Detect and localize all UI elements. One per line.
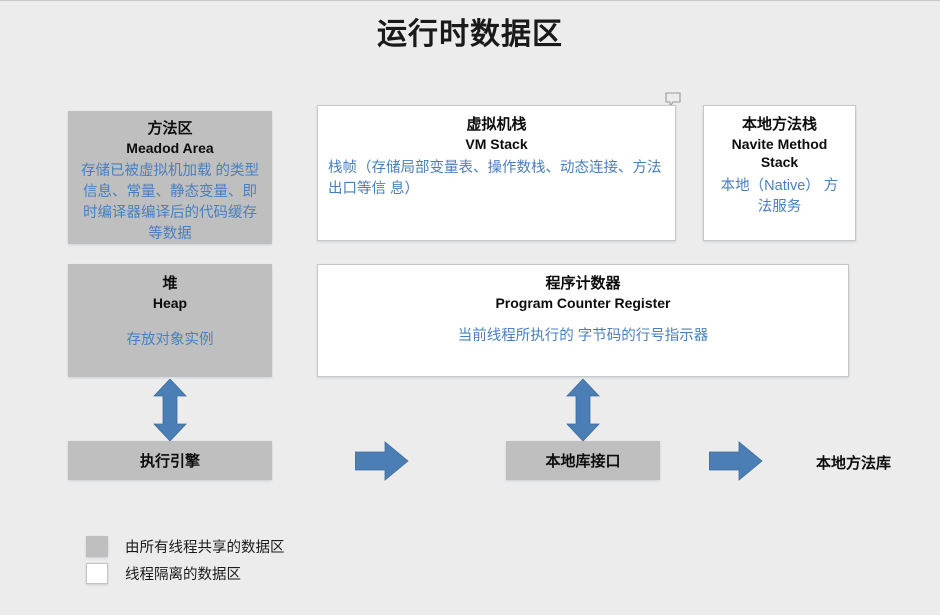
native-method-stack-body: 本地（Native） 方法服务 (720, 178, 839, 216)
arrow-native-interface-to-native-library (709, 441, 763, 481)
native-method-stack-title-cn: 本地方法栈 (741, 116, 817, 133)
vm-stack-body: 栈帧（存储局部变量表、操作数栈、动态连接、方法出口等信 息） (328, 159, 662, 197)
native-method-stack-title-en: Navite Method Stack (731, 135, 828, 170)
vm-stack-title-en: VM Stack (465, 135, 528, 152)
arrow-execution-engine-to-native-interface (355, 441, 409, 481)
legend: 由所有线程共享的数据区 线程隔离的数据区 (86, 533, 285, 587)
native-interface-label: 本地库接口 (545, 453, 621, 470)
program-counter-body: 当前线程所执行的 字节码的行号指示器 (457, 327, 709, 344)
legend-item-shared: 由所有线程共享的数据区 (86, 533, 285, 560)
heap-title-en: Heap (152, 294, 188, 311)
arrow-heap-to-execution-engine (152, 379, 188, 441)
method-area-title-cn: 方法区 (147, 120, 193, 137)
page-title: 运行时数据区 (377, 18, 563, 51)
block-native-library: 本地方法库 (816, 455, 892, 472)
vm-stack-title-cn: 虚拟机栈 (466, 116, 527, 133)
block-heap[interactable]: 堆 Heap 存放对象实例 (68, 264, 272, 377)
legend-label-shared: 由所有线程共享的数据区 (125, 540, 285, 556)
heap-body: 存放对象实例 (126, 331, 214, 348)
program-counter-title-cn: 程序计数器 (545, 275, 621, 292)
execution-engine-label: 执行引擎 (139, 453, 200, 470)
heap-title-cn: 堆 (162, 275, 178, 292)
legend-swatch-shared (86, 536, 108, 557)
legend-item-isolated: 线程隔离的数据区 (86, 560, 285, 587)
method-area-body: 存储已被虚拟机加载 的类型信息、常量、静态变量、即时编译器编译后的代码缓存等数据 (80, 162, 260, 242)
comment-bubble-icon[interactable] (663, 91, 683, 116)
program-counter-title-en: Program Counter Register (495, 294, 671, 311)
block-program-counter[interactable]: 程序计数器 Program Counter Register 当前线程所执行的 … (317, 264, 849, 377)
block-execution-engine[interactable]: 执行引擎 (68, 441, 272, 480)
block-native-method-stack[interactable]: 本地方法栈 Navite Method Stack 本地（Native） 方法服… (703, 105, 856, 241)
method-area-title-en: Meadod Area (126, 139, 214, 156)
block-method-area[interactable]: 方法区 Meadod Area 存储已被虚拟机加载 的类型信息、常量、静态变量、… (68, 111, 272, 244)
arrow-pc-to-native-interface (565, 379, 601, 441)
legend-label-isolated: 线程隔离的数据区 (125, 567, 241, 583)
legend-swatch-isolated (86, 563, 108, 584)
block-native-interface[interactable]: 本地库接口 (506, 441, 660, 480)
block-vm-stack[interactable]: 虚拟机栈 VM Stack 栈帧（存储局部变量表、操作数栈、动态连接、方法出口等… (317, 105, 676, 241)
